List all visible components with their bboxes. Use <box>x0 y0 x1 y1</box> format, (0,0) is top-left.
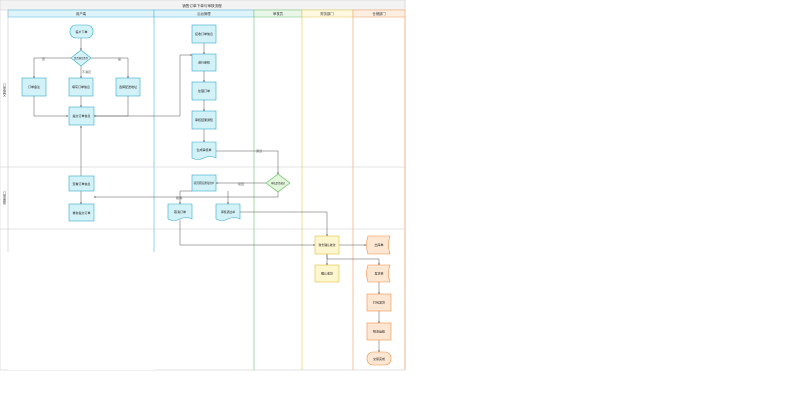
decision-node[interactable] <box>70 49 92 67</box>
process-node[interactable] <box>191 53 217 72</box>
process-node-label: 选择配送地址 <box>119 84 137 89</box>
process-node[interactable] <box>366 322 392 341</box>
edge <box>33 96 69 117</box>
process-node-label: 驳回原因通知用户 <box>194 181 215 185</box>
process-node[interactable] <box>191 24 217 44</box>
edge <box>216 150 279 175</box>
edge-label: 驳回 <box>238 181 244 186</box>
process-node[interactable] <box>68 77 94 97</box>
data-node[interactable] <box>366 264 391 283</box>
edge <box>240 211 328 237</box>
lane-label-finance: 财务部门 <box>320 11 333 16</box>
process-node[interactable] <box>191 81 217 101</box>
edge <box>91 57 129 79</box>
edge <box>179 220 316 246</box>
process-node[interactable] <box>191 110 217 130</box>
process-node-label: 审核结果通知 <box>195 117 213 122</box>
lane-header-warehouse <box>352 9 406 18</box>
process-node-label: 处理订单 <box>198 88 210 93</box>
edge-label: 否 <box>42 57 45 61</box>
decision-node-label: 是否满足条件 <box>74 56 89 60</box>
lane-label-admin: 后台管理 <box>197 11 211 16</box>
process-node[interactable] <box>68 175 95 192</box>
data-node-label: 发货单 <box>374 271 383 276</box>
phase-label-review: 订单审核 <box>2 190 6 205</box>
process-node-label: 重新提交订单 <box>72 210 90 215</box>
process-node-label: 提交订单信息 <box>72 113 90 118</box>
process-node[interactable] <box>314 264 340 283</box>
start-node-label: 客户下单 <box>75 29 87 34</box>
process-node-label: 确认收款 <box>321 271 333 276</box>
process-node[interactable] <box>68 203 95 222</box>
edge-label: 是 <box>118 56 121 61</box>
end-node[interactable] <box>366 351 392 366</box>
process-node[interactable] <box>115 77 141 97</box>
lane-label-warehouse: 仓储部门 <box>372 11 385 16</box>
process-node-label: 财务确认收款 <box>319 243 336 247</box>
edge <box>179 190 192 205</box>
process-node-label: 进行审核 <box>198 60 210 65</box>
process-node-label: 打包发货 <box>373 300 385 305</box>
document-node-label: 取消订单 <box>174 209 186 214</box>
decision-node-label: 审核是否通过 <box>271 181 286 185</box>
start-node[interactable] <box>69 24 94 39</box>
decision-node[interactable] <box>265 173 291 193</box>
process-node-label: 填写订单信息 <box>72 84 90 89</box>
document-node[interactable] <box>191 141 217 160</box>
process-node[interactable] <box>21 77 47 97</box>
process-node-label: 订单备注 <box>28 84 40 89</box>
edge <box>93 192 279 198</box>
process-node[interactable] <box>314 235 340 255</box>
lane-label-user: 用户端 <box>76 11 87 16</box>
phase-label-submit: 订单提交 <box>2 82 6 97</box>
document-node-label: 审核通过单 <box>221 210 235 214</box>
process-node[interactable] <box>191 174 217 192</box>
process-node[interactable] <box>366 293 392 312</box>
edge <box>94 54 193 117</box>
process-node-label: 接收订单信息 <box>195 31 213 36</box>
process-node-label: 查看订单信息 <box>72 181 90 186</box>
edge-label: 不满足 <box>82 69 91 74</box>
data-node-label: 出库单 <box>374 242 383 247</box>
end-node-label: 交易完成 <box>373 356 385 361</box>
document-node[interactable] <box>215 203 241 221</box>
document-node-label: 生成审核单 <box>196 147 211 152</box>
document-node[interactable] <box>167 203 193 221</box>
edge <box>326 254 380 266</box>
lane-label-auditor: 审核员 <box>273 11 284 16</box>
process-node[interactable] <box>68 106 95 126</box>
data-node[interactable] <box>366 235 391 255</box>
process-node-label: 物流运输 <box>373 329 385 334</box>
edge-label: 通过 <box>256 148 262 153</box>
edge <box>33 57 71 79</box>
diagram-title: 销售订单下单与审核流程 <box>182 3 222 8</box>
edge-label: 取消 <box>176 195 182 200</box>
